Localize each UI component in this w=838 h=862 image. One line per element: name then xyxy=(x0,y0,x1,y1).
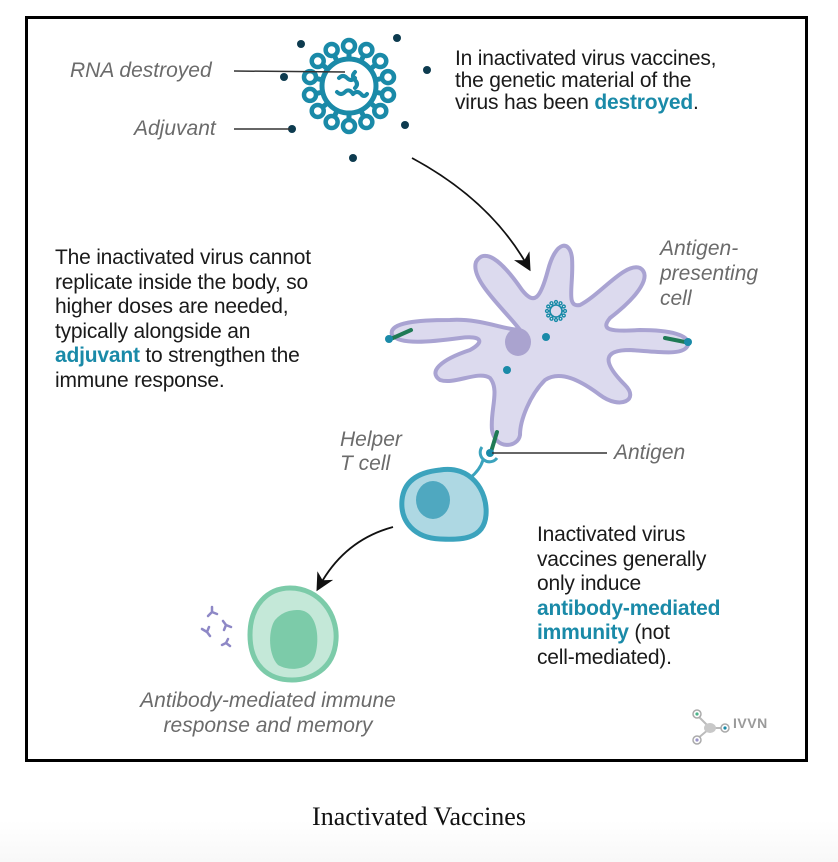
highlight-destroyed: destroyed xyxy=(594,91,693,114)
rna-destroyed-label: RNA destroyed xyxy=(70,59,212,82)
arrow-to-apc xyxy=(411,157,531,272)
rna-fragment xyxy=(335,88,355,96)
rna-fragment xyxy=(351,90,369,98)
page-background xyxy=(0,820,838,862)
figure-frame xyxy=(25,16,808,762)
adjuvant-dots xyxy=(280,34,431,162)
highlight-antibody-mediated: antibody-mediated xyxy=(537,596,721,620)
rna-leader-line xyxy=(233,70,346,73)
apc-surface-antigens xyxy=(391,328,687,454)
antibodies-icon xyxy=(200,605,233,648)
apc-internal-antigens xyxy=(503,333,550,374)
antigen-label: Antigen xyxy=(614,441,686,464)
highlight-adjuvant: adjuvant xyxy=(55,344,140,367)
ivvn-logo-icon xyxy=(692,709,730,745)
figure-caption: Inactivated Vaccines xyxy=(312,802,526,831)
ivvn-logo-text: IVVN xyxy=(733,715,768,731)
top-right-description: In inactivated virus vaccines, the genet… xyxy=(455,47,717,114)
helper-t-cell-label: Helper T cell xyxy=(340,428,402,475)
apc-label: Antigen- presenting cell xyxy=(660,237,759,310)
bottom-right-description: Inactivated virus vaccines generally onl… xyxy=(537,523,721,669)
adjuvant-label: Adjuvant xyxy=(134,117,216,140)
rna-fragment xyxy=(351,70,359,90)
helper-t-cell xyxy=(399,446,499,542)
arrow-to-b-cell xyxy=(316,526,394,592)
inactivated-virus-icon xyxy=(301,37,397,135)
b-cell xyxy=(247,585,339,683)
left-description: The inactivated virus cannot replicate i… xyxy=(55,246,311,392)
highlight-immunity: immunity xyxy=(537,621,629,644)
response-label: Antibody-mediated immune response and me… xyxy=(140,689,396,737)
antigen-presenting-cell xyxy=(389,243,691,447)
apc-digested-virus-icon xyxy=(544,299,568,323)
